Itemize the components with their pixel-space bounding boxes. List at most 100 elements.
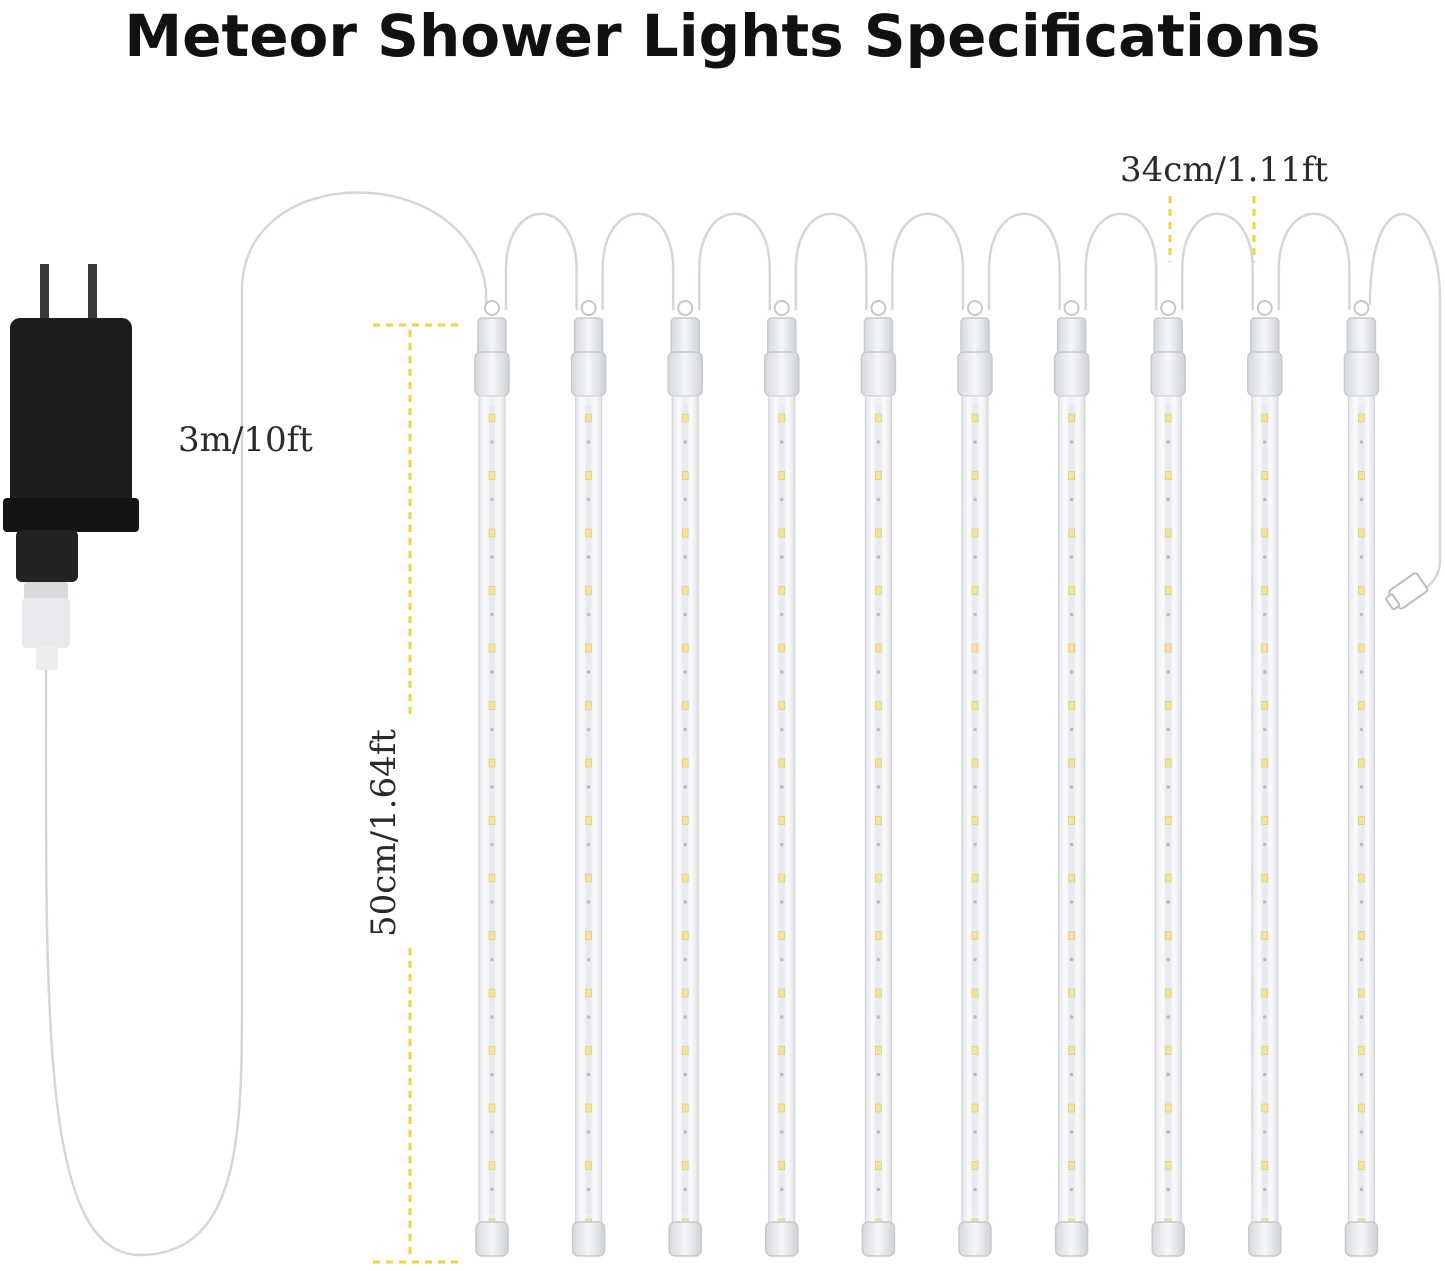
- resistor: [1166, 1015, 1170, 1019]
- led: [875, 931, 882, 940]
- led-strip: [682, 405, 689, 1215]
- led: [1358, 988, 1365, 998]
- led: [778, 1161, 786, 1170]
- hang-loop: [580, 300, 597, 316]
- resistor: [586, 1130, 591, 1134]
- resistor: [1069, 1187, 1074, 1192]
- resistor: [586, 670, 591, 674]
- resistor: [1359, 1187, 1364, 1192]
- led: [1358, 1161, 1365, 1170]
- page-title: Meteor Shower Lights Specifications: [124, 2, 1321, 70]
- led: [1261, 471, 1269, 480]
- led: [875, 1046, 882, 1055]
- led: [681, 528, 689, 538]
- led-strip: [1165, 405, 1172, 1215]
- resistor: [876, 1072, 881, 1077]
- main-cable: [44, 191, 488, 1257]
- led: [681, 758, 689, 768]
- led-strip: [489, 405, 495, 1215]
- resistor: [1263, 1130, 1267, 1134]
- led: [681, 413, 689, 423]
- light-tube-icon: [667, 212, 772, 1257]
- link-cable: [891, 212, 965, 310]
- led-strip: [1358, 405, 1365, 1215]
- resistor: [973, 785, 977, 789]
- resistor: [1069, 785, 1074, 789]
- resistor: [586, 497, 591, 502]
- led: [488, 1103, 496, 1113]
- led: [585, 816, 592, 825]
- resistor: [586, 727, 591, 732]
- light-tubes: [474, 212, 1380, 1257]
- led: [488, 413, 496, 423]
- led: [681, 471, 689, 480]
- led: [778, 701, 786, 710]
- resistor: [683, 727, 687, 732]
- resistor: [1166, 957, 1170, 962]
- light-tube-icon: [1053, 212, 1158, 1257]
- resistor: [973, 670, 977, 674]
- resistor: [973, 842, 977, 847]
- led: [778, 528, 786, 538]
- link-cable: [987, 212, 1061, 310]
- led: [875, 643, 882, 653]
- led: [1068, 471, 1075, 480]
- tube-cap-bottom: [1151, 1221, 1185, 1257]
- tube-cap-bottom: [1054, 1221, 1089, 1257]
- resistor: [586, 440, 591, 444]
- tube-cap-top: [764, 351, 800, 397]
- led: [488, 586, 496, 595]
- resistor: [876, 727, 881, 732]
- resistor: [973, 1015, 977, 1019]
- resistor: [1166, 900, 1170, 904]
- resistor: [1166, 497, 1170, 502]
- resistor: [780, 957, 784, 962]
- led: [488, 988, 496, 998]
- resistor: [586, 957, 591, 962]
- resistor: [1166, 612, 1170, 617]
- resistor: [876, 1015, 881, 1019]
- resistor: [1263, 1072, 1267, 1077]
- led: [1358, 528, 1365, 538]
- led: [488, 816, 496, 825]
- resistor: [973, 1072, 977, 1077]
- led: [1164, 413, 1172, 423]
- resistor: [973, 497, 977, 502]
- led: [1261, 1161, 1269, 1170]
- led: [778, 931, 786, 940]
- resistor: [780, 670, 784, 674]
- led: [1358, 586, 1365, 595]
- tube-cap-bottom: [958, 1221, 992, 1257]
- hang-loop: [1353, 300, 1370, 316]
- resistor: [876, 957, 881, 962]
- led: [585, 988, 592, 998]
- led: [1164, 1103, 1172, 1113]
- tube-cap-bottom: [1248, 1221, 1282, 1257]
- hang-loop: [773, 300, 790, 316]
- led: [971, 988, 979, 998]
- led-strip: [1261, 405, 1268, 1215]
- resistor: [876, 842, 881, 847]
- led: [971, 471, 979, 480]
- led: [681, 701, 689, 710]
- led: [778, 413, 786, 423]
- led-strip: [778, 405, 785, 1215]
- led: [1164, 586, 1172, 595]
- resistor: [1069, 1015, 1074, 1019]
- resistor: [490, 497, 494, 502]
- light-tube-icon: [860, 212, 965, 1257]
- led: [1164, 528, 1172, 538]
- led: [1164, 701, 1172, 710]
- resistor: [780, 900, 784, 904]
- resistor: [683, 957, 687, 962]
- resistor: [1263, 1187, 1267, 1192]
- resistor: [683, 1072, 687, 1077]
- led: [585, 758, 592, 768]
- led: [681, 643, 689, 653]
- led: [778, 758, 786, 768]
- hang-loop: [484, 300, 500, 316]
- led: [1068, 1161, 1075, 1170]
- led: [1358, 1103, 1365, 1113]
- led: [1261, 1103, 1269, 1113]
